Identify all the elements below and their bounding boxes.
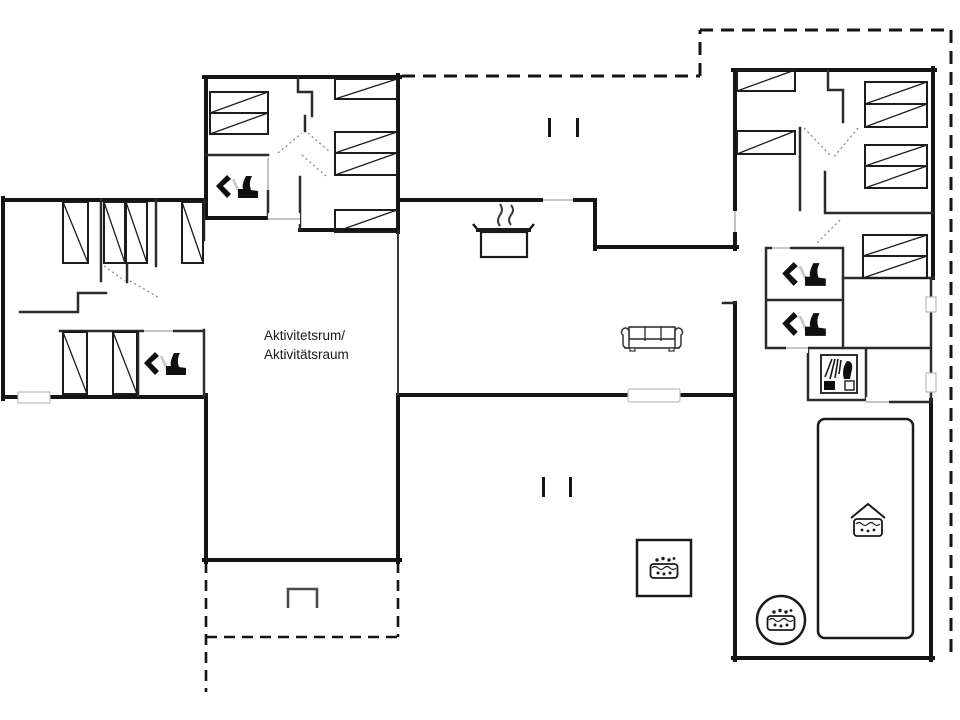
door-opening xyxy=(866,397,889,407)
bed-symbol xyxy=(862,234,928,257)
outer-walls xyxy=(1,66,937,662)
whirlpool-icon xyxy=(766,608,796,631)
beds xyxy=(62,69,928,395)
terrace-north-dashed xyxy=(402,28,953,654)
round-whirlpool xyxy=(755,594,807,646)
bed-symbol xyxy=(209,91,269,114)
door-opening xyxy=(264,158,273,190)
bed-symbol xyxy=(103,201,126,264)
post-marks xyxy=(542,118,579,497)
door-opening xyxy=(543,194,573,206)
bed-symbol xyxy=(125,201,148,264)
cooking-pot-icon xyxy=(472,203,535,259)
door-opening xyxy=(268,213,300,224)
activity-room-label: Aktivitetsrum/ Aktivitätsraum xyxy=(264,328,349,362)
bed-symbol xyxy=(62,201,89,264)
toilet-icon xyxy=(780,311,828,338)
window xyxy=(17,391,51,404)
bed-symbol xyxy=(209,112,269,135)
window xyxy=(627,388,681,403)
window xyxy=(925,296,937,313)
door-opening xyxy=(786,343,808,353)
outdoor-whirlpool xyxy=(635,538,693,598)
door-swings xyxy=(103,127,859,298)
bed-symbol xyxy=(864,144,928,167)
openings xyxy=(17,158,937,407)
door-opening xyxy=(729,211,741,232)
bed-symbol xyxy=(864,165,928,189)
shower-icon xyxy=(820,354,858,394)
bed-symbol xyxy=(334,209,398,233)
bed-symbol xyxy=(864,81,928,105)
indoor-pool-icon xyxy=(850,502,886,537)
bed-symbol xyxy=(62,331,88,395)
toilet-icon xyxy=(780,261,828,288)
pool-area xyxy=(755,417,915,646)
toilet-icon xyxy=(214,174,260,200)
bed-symbol xyxy=(862,255,928,279)
toilet-icon xyxy=(142,351,188,377)
activity-room-label-line1: Aktivitetsrum/ xyxy=(264,328,345,343)
bed-symbol xyxy=(864,103,928,128)
bed-symbol xyxy=(112,331,138,395)
terrace-outline xyxy=(204,28,953,692)
bed-symbol xyxy=(736,69,796,92)
door-opening xyxy=(144,326,173,336)
swimming-pool xyxy=(816,417,915,640)
door-opening xyxy=(772,243,790,253)
window xyxy=(925,372,937,393)
terrace-south-dashed xyxy=(204,562,400,692)
bed-symbol xyxy=(334,131,398,154)
activity-room-label-line2: Aktivitätsraum xyxy=(264,347,349,362)
bed-symbol xyxy=(181,201,204,264)
bed-symbol xyxy=(334,152,398,176)
grill-icon xyxy=(286,587,319,608)
bed-symbol xyxy=(334,78,398,100)
sofa-icon xyxy=(620,326,684,352)
bed-symbol xyxy=(736,130,796,155)
interior-walls xyxy=(18,68,935,404)
